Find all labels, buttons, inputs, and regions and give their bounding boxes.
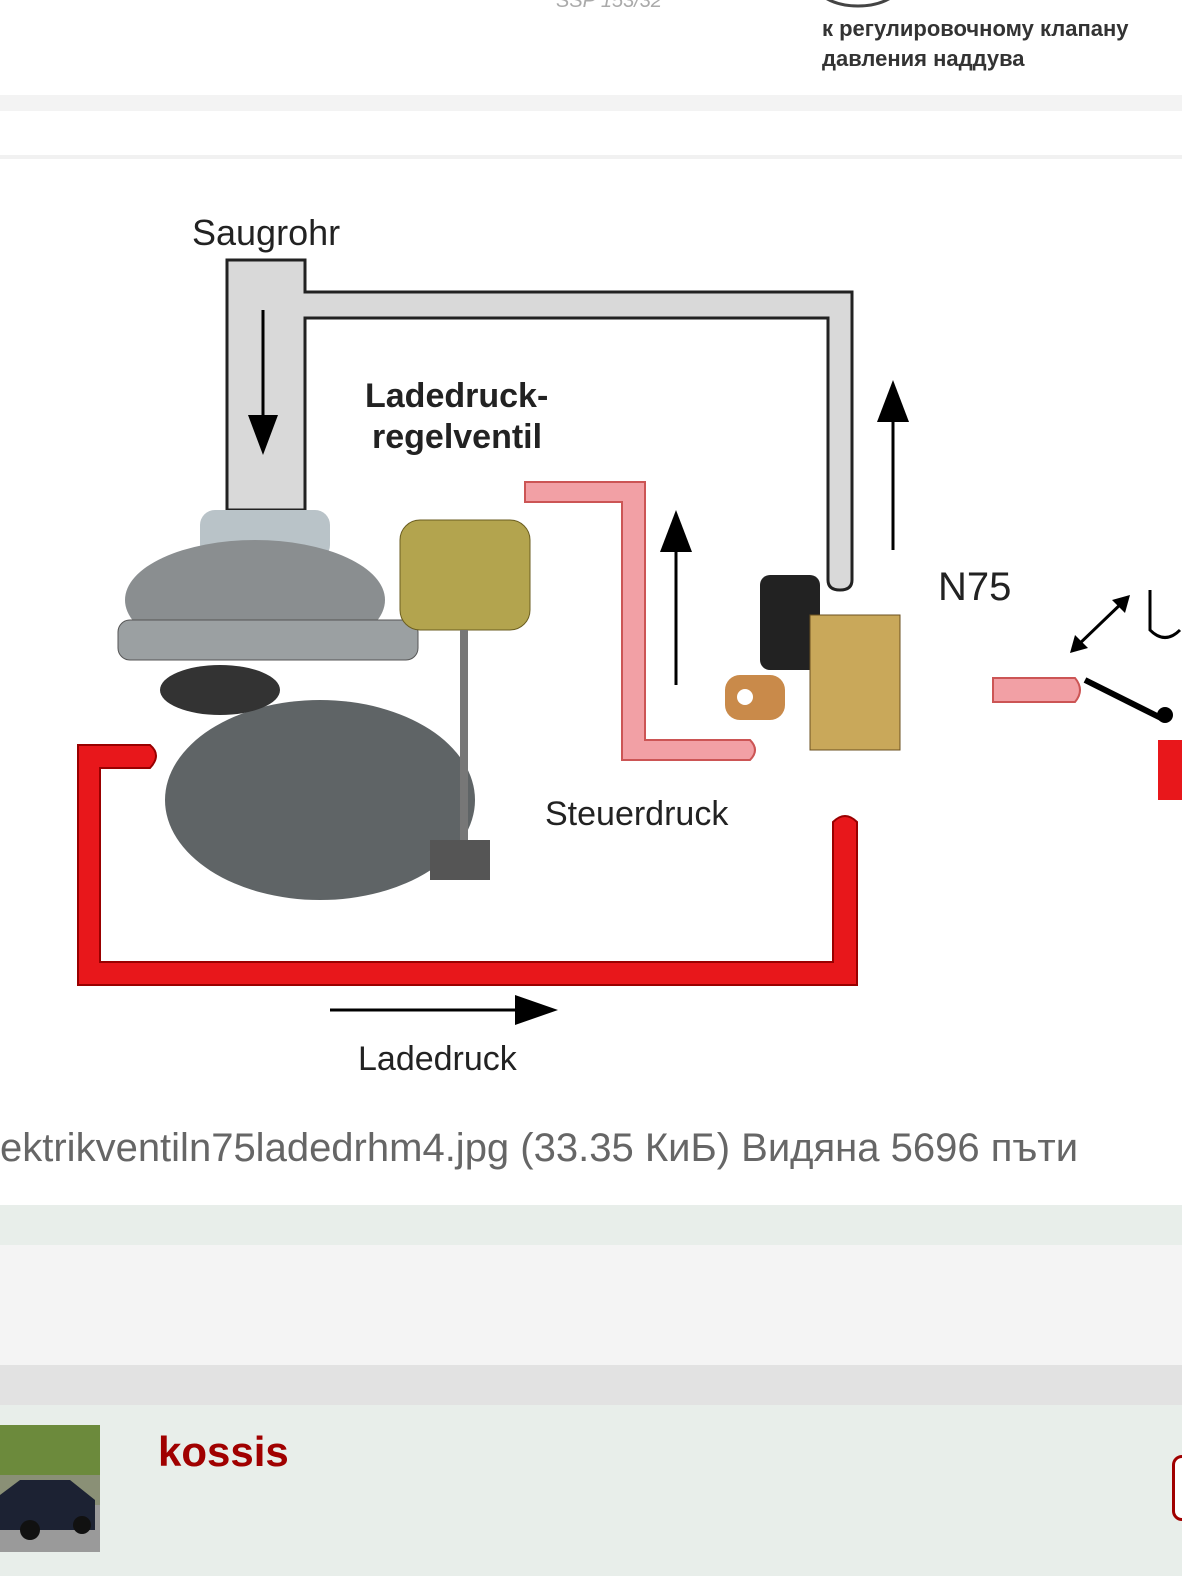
post-separator bbox=[0, 1365, 1182, 1405]
intake-pipe bbox=[225, 258, 854, 592]
control-pipe bbox=[524, 481, 756, 761]
n75-valve bbox=[725, 575, 901, 751]
n75-label: N75 bbox=[938, 565, 1011, 609]
saugrohr-label: Saugrohr bbox=[192, 212, 340, 253]
previous-attachment-image[interactable]: SSP 153/32 к регулировочному клапану дав… bbox=[0, 0, 1182, 95]
post-spacer bbox=[0, 1245, 1182, 1365]
boost-pipe bbox=[77, 744, 858, 986]
user-avatar[interactable] bbox=[0, 1425, 100, 1552]
divider bbox=[0, 95, 1182, 111]
post-footer bbox=[0, 1205, 1182, 1245]
ssp-label: SSP 153/32 bbox=[556, 0, 663, 12]
arrow-down-icon bbox=[248, 310, 278, 455]
post-author-link[interactable]: kossis bbox=[158, 1428, 289, 1475]
ru-label-line2: давления наддува bbox=[822, 46, 1025, 71]
quote-button[interactable] bbox=[1172, 1455, 1182, 1521]
arrow-up-icon bbox=[877, 380, 909, 550]
boost-pipe-right bbox=[1158, 740, 1182, 800]
post-header bbox=[0, 1405, 1182, 1576]
double-arrow-icon bbox=[1070, 595, 1130, 653]
attachment-caption: ektrikventiln75ladedrhm4.jpg (33.35 КиБ)… bbox=[0, 1126, 1079, 1170]
n75-boost-diagram-image[interactable]: Saugrohr Ladedruck- regelventil N75 Steu… bbox=[0, 160, 1182, 1100]
steuerdruck-label: Steuerdruck bbox=[545, 795, 729, 833]
arrow-up-icon bbox=[660, 510, 692, 685]
n75-outlet-pipe bbox=[992, 677, 1081, 703]
switch-line bbox=[1083, 677, 1167, 723]
turbocharger bbox=[117, 510, 531, 900]
valve-label-line2: regelventil bbox=[372, 418, 542, 456]
ru-label-line1: к регулировочному клапану bbox=[822, 16, 1129, 41]
switch-terminal bbox=[1148, 590, 1182, 639]
circle-fragment-icon bbox=[825, 0, 891, 8]
valve-label-line1: Ladedruck- bbox=[365, 377, 548, 415]
divider bbox=[0, 155, 1182, 159]
arrow-right-icon bbox=[330, 995, 558, 1025]
ladedruck-label: Ladedruck bbox=[358, 1040, 518, 1078]
